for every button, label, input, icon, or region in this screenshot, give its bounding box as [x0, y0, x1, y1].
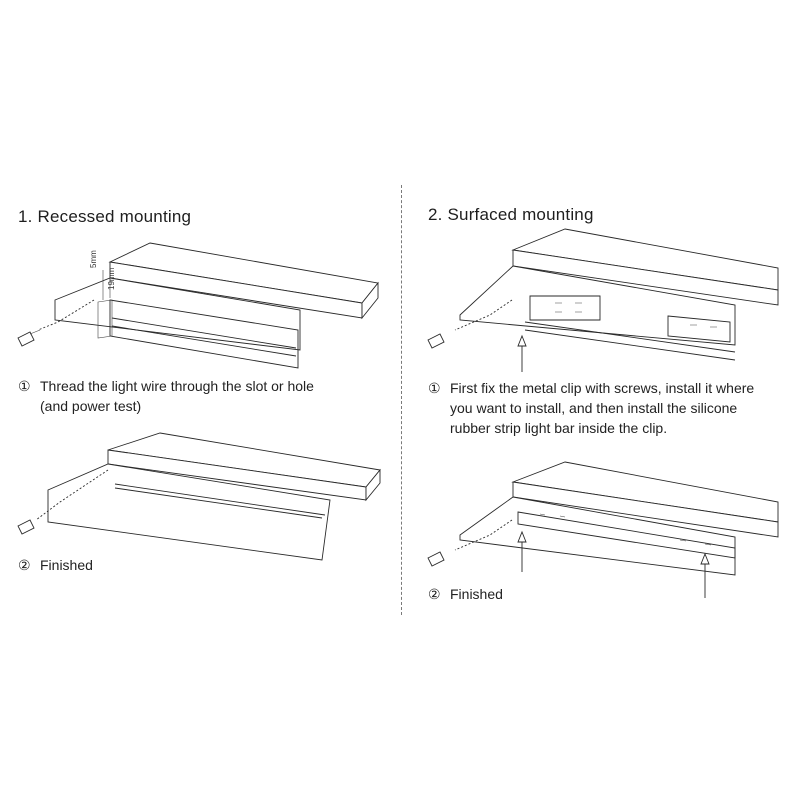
- step-number: ①: [18, 378, 31, 394]
- shelf-front-edge: [512, 249, 779, 306]
- wire-lead: [29, 329, 41, 335]
- flush-light-bar: [114, 483, 326, 516]
- step-number: ②: [428, 586, 441, 602]
- step-text-continued: (and power test): [40, 398, 142, 414]
- shelf-front-edge: [512, 481, 779, 538]
- shelf-side-edge: [365, 468, 381, 502]
- shelf-front-edge: [109, 261, 363, 319]
- step-number: ①: [428, 380, 441, 396]
- arrow-head-icon: [700, 552, 710, 565]
- led-strip-wire: [37, 299, 95, 331]
- step-text-line3: rubber strip light bar inside the clip.: [450, 420, 668, 436]
- clip-screw-holes: [555, 302, 582, 313]
- section-divider: [401, 185, 402, 615]
- flush-light-bar-edge: [114, 487, 323, 519]
- light-bar-bottom-line: [111, 325, 297, 357]
- metal-clip-right: [667, 315, 731, 343]
- connector-plug-icon: [427, 333, 445, 349]
- slot-end-cap: [97, 299, 113, 339]
- light-bar-top-line: [111, 317, 297, 349]
- shelf-front-edge: [107, 449, 367, 501]
- led-strip-wire: [454, 299, 513, 331]
- shelf-top-face: [511, 461, 779, 523]
- step-text: Finished: [450, 586, 503, 602]
- shelf-underside: [54, 277, 301, 351]
- shelf-underside: [47, 463, 331, 561]
- step-text: Finished: [40, 557, 93, 573]
- recess-channel: [109, 299, 299, 369]
- surfaced-step1-caption: ① First fix the metal clip with screws, i…: [428, 378, 754, 438]
- connector-plug-icon: [17, 519, 35, 535]
- step-text: Thread the light wire through the slot o…: [40, 378, 314, 394]
- shelf-underside: [459, 265, 736, 346]
- surfaced-step1-figure: [427, 228, 779, 372]
- shelf-top-face: [107, 432, 381, 488]
- connector-plug-icon: [427, 551, 445, 567]
- led-strip-wire: [454, 519, 513, 551]
- led-strip-wire: [35, 469, 109, 521]
- dimension-5mm-label: 5mm: [89, 250, 98, 268]
- shelf-top-face: [108, 242, 379, 304]
- light-bar-top-line: [524, 321, 736, 353]
- clip-screw-holes: [690, 324, 717, 328]
- dimension-19mm-label: 19mm: [107, 267, 116, 290]
- recessed-step2-figure: [17, 432, 381, 561]
- surfaced-step2-caption: ② Finished: [428, 584, 503, 604]
- shelf-top-face: [511, 228, 779, 291]
- step-text-line2: you want to install, and then install th…: [450, 400, 738, 416]
- surfaced-mounting-heading: 2. Surfaced mounting: [428, 205, 594, 224]
- step-text-line1: First fix the metal clip with screws, in…: [450, 380, 755, 396]
- connector-plug-icon: [17, 331, 35, 347]
- light-bar-bottom-line: [524, 329, 736, 361]
- clip-screw-holes: [539, 513, 712, 546]
- shelf-side-edge: [361, 281, 379, 320]
- recessed-mounting-heading: 1. Recessed mounting: [18, 207, 192, 226]
- metal-clip-left: [529, 295, 601, 321]
- shelf-underside: [459, 496, 736, 576]
- step-number: ②: [18, 557, 31, 573]
- arrow-head-icon: [517, 334, 527, 347]
- mounted-light-bar: [517, 511, 736, 559]
- surfaced-step2-figure: [427, 461, 779, 598]
- arrow-head-icon: [517, 530, 527, 543]
- recessed-step1-figure: 5mm 19mm: [17, 242, 379, 369]
- recessed-step2-caption: ② Finished: [18, 555, 93, 575]
- recessed-step1-caption: ① Thread the light wire through the slot …: [18, 376, 314, 416]
